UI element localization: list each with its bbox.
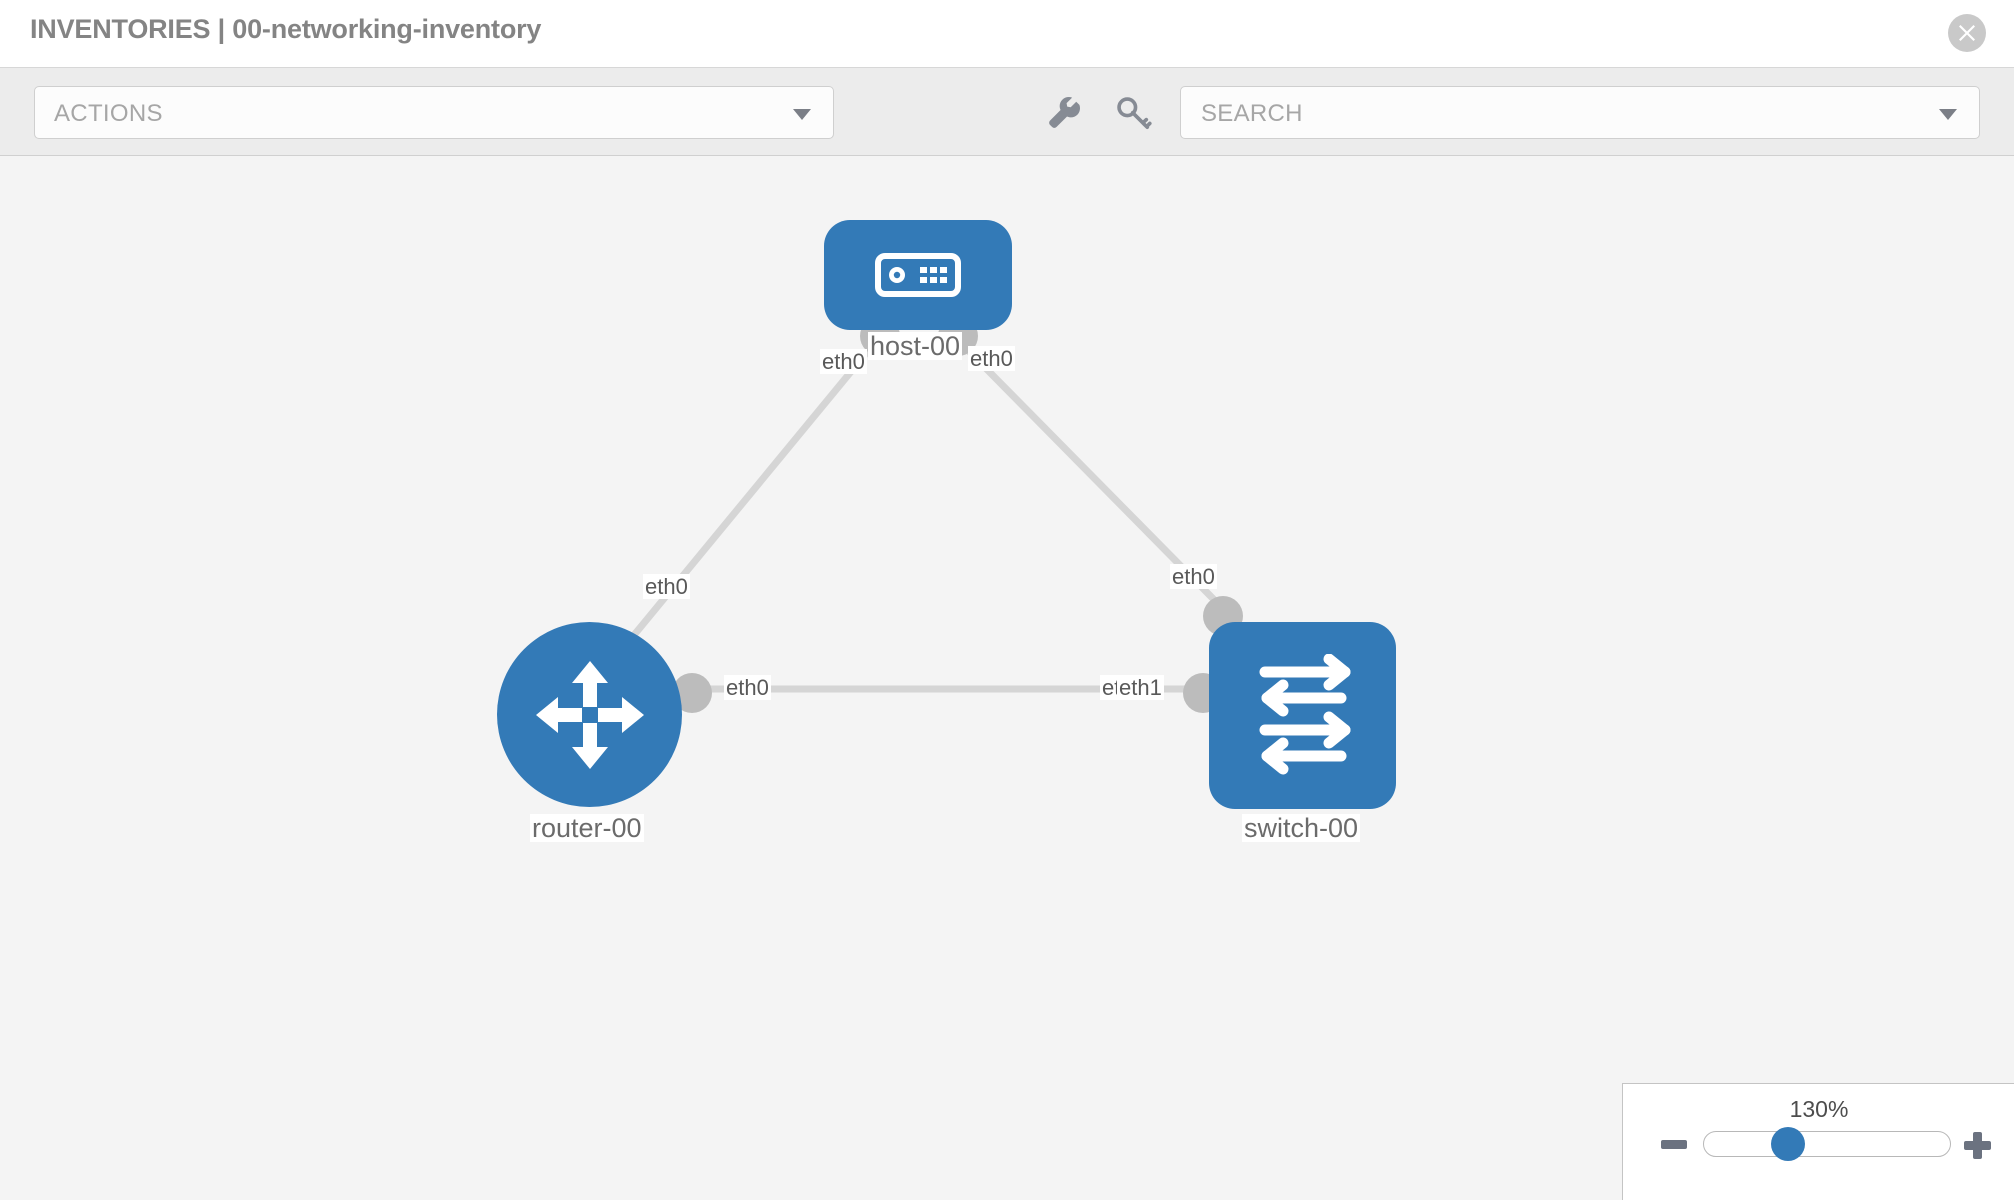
server-icon — [875, 253, 961, 297]
node-switch-label: switch-00 — [1242, 813, 1361, 843]
node-host-shape — [824, 220, 1012, 330]
edge-label-host-left: eth0 — [820, 349, 867, 375]
actions-dropdown[interactable]: ACTIONS — [34, 86, 834, 139]
search-field-wrapper[interactable] — [1180, 86, 1980, 140]
close-icon-glyph — [1959, 25, 1975, 41]
node-switch-shape — [1209, 622, 1396, 809]
wrench-icon[interactable] — [1046, 94, 1084, 132]
edge-label-router-right: eth0 — [724, 675, 771, 701]
close-icon[interactable] — [1948, 14, 1986, 52]
node-host-label: host-00 — [868, 331, 963, 361]
search-input[interactable] — [1199, 87, 1923, 140]
edge-label-switch-left: eth1 — [1117, 675, 1164, 701]
node-switch-00[interactable]: switch-00 — [1209, 622, 1396, 842]
page-header: INVENTORIES | 00-networking-inventory — [0, 0, 2014, 68]
key-icon-glyph — [1117, 97, 1152, 130]
node-host-00[interactable]: host-00 — [824, 220, 1012, 360]
node-router-label: router-00 — [530, 813, 644, 843]
zoom-level-value: 130% — [1789, 1096, 1849, 1122]
node-router-shape — [497, 622, 682, 807]
zoom-slider-track[interactable] — [1703, 1131, 1951, 1157]
key-icon[interactable] — [1114, 94, 1152, 132]
zoom-slider-thumb[interactable] — [1771, 1127, 1805, 1161]
router-arrows-icon — [535, 660, 644, 769]
edge-label-switch-uplink: eth0 — [1170, 564, 1217, 590]
zoom-in-button[interactable] — [1964, 1132, 1991, 1159]
zoom-out-button[interactable] — [1661, 1140, 1687, 1149]
node-router-00[interactable]: router-00 — [497, 622, 682, 842]
edge-label-router-uplink: eth0 — [643, 574, 690, 600]
wrench-icon-glyph — [1049, 97, 1081, 128]
zoom-control-panel: 130% — [1622, 1083, 2014, 1200]
switch-arrows-icon — [1259, 653, 1350, 774]
actions-dropdown-label: ACTIONS — [54, 100, 163, 127]
chevron-down-icon[interactable] — [1939, 109, 1957, 120]
toolbar: ACTIONS — [0, 68, 2014, 156]
edge-label-host-right: eth0 — [968, 346, 1015, 372]
chevron-down-icon — [793, 109, 811, 120]
topology-canvas[interactable]: host-00 router-00 — [0, 156, 2014, 1200]
page-title: INVENTORIES | 00-networking-inventory — [30, 14, 542, 44]
